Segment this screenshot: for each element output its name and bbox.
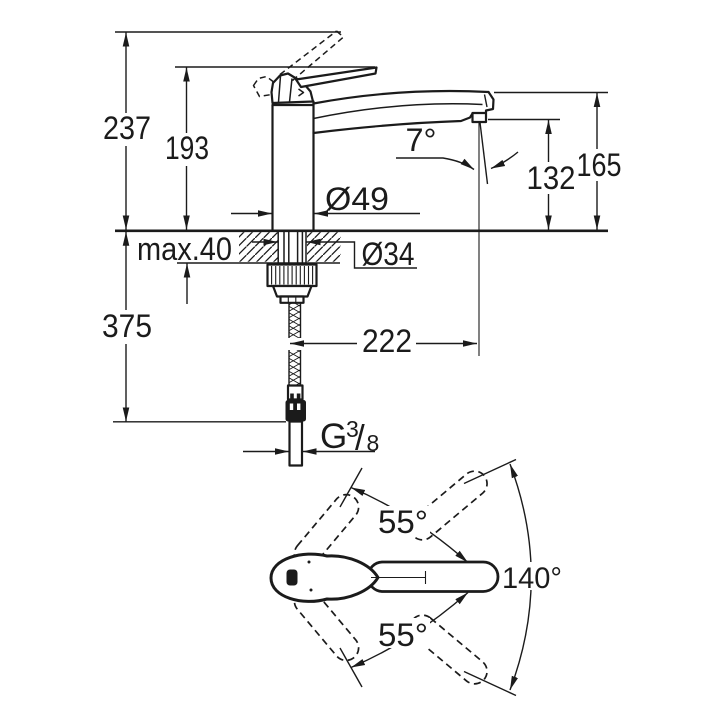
swivel-upper-label: 55° (378, 504, 428, 540)
thread-g-label: G (320, 417, 347, 456)
dim-spout-reach: 222 (290, 323, 477, 359)
dim-stream-angle-label: 7° (406, 122, 437, 158)
dim-max-thickness-label: max.40 (137, 231, 232, 267)
supply-hose (285, 303, 306, 467)
lever-handle (294, 66, 378, 89)
mounting-nut (266, 263, 318, 304)
dim-max-counter-thickness: max.40 (137, 231, 232, 304)
dim-spout-reach-label: 222 (362, 323, 412, 359)
swivel-total-label: 140° (502, 562, 562, 595)
handle-top-view (269, 552, 380, 603)
thread-stub (288, 420, 304, 467)
hose-nut (285, 400, 306, 422)
handle-slot (286, 569, 298, 586)
dim-overall-height-label: 237 (103, 110, 151, 146)
dim-spout-end-height-label: 165 (577, 147, 622, 183)
dim-lever-height: 193 (165, 66, 375, 230)
dim-body-diameter-label: Ø49 (325, 181, 389, 217)
dim-lever-height-label: 193 (165, 130, 209, 166)
spout-top-view (269, 552, 500, 603)
dim-hole-diameter-label: Ø34 (362, 236, 415, 272)
thread-denominator-label: 8 (367, 430, 380, 456)
spout (312, 89, 495, 135)
spout-outlet (471, 111, 488, 124)
dim-thread-size: G 3 / 8 (243, 416, 379, 458)
thread-numerator-label: 3 (346, 416, 359, 442)
mounting-shank (277, 232, 307, 263)
dim-outlet-height: 132 (488, 118, 576, 230)
counter-section (115, 229, 608, 264)
top-view: 55° 55° 140° (269, 458, 564, 697)
dim-hole-diameter: Ø34 (252, 236, 417, 272)
facet-chevron (298, 88, 305, 97)
dim-under-counter-length: 375 (102, 231, 286, 423)
dim-overall-height: 237 (103, 31, 341, 230)
thread-slash-label: / (355, 419, 365, 458)
dim-outlet-height-label: 132 (527, 160, 576, 196)
side-view: 237 193 375 max.40 Ø49 (102, 30, 622, 467)
dim-stream-angle: 7° (396, 122, 519, 356)
dim-body-diameter: Ø49 (231, 181, 420, 217)
faucet-outline (252, 30, 495, 467)
dim-spout-end-height: 165 (494, 91, 622, 230)
dim-under-counter-label: 375 (102, 308, 152, 344)
swivel-lower-label: 55° (378, 617, 428, 653)
